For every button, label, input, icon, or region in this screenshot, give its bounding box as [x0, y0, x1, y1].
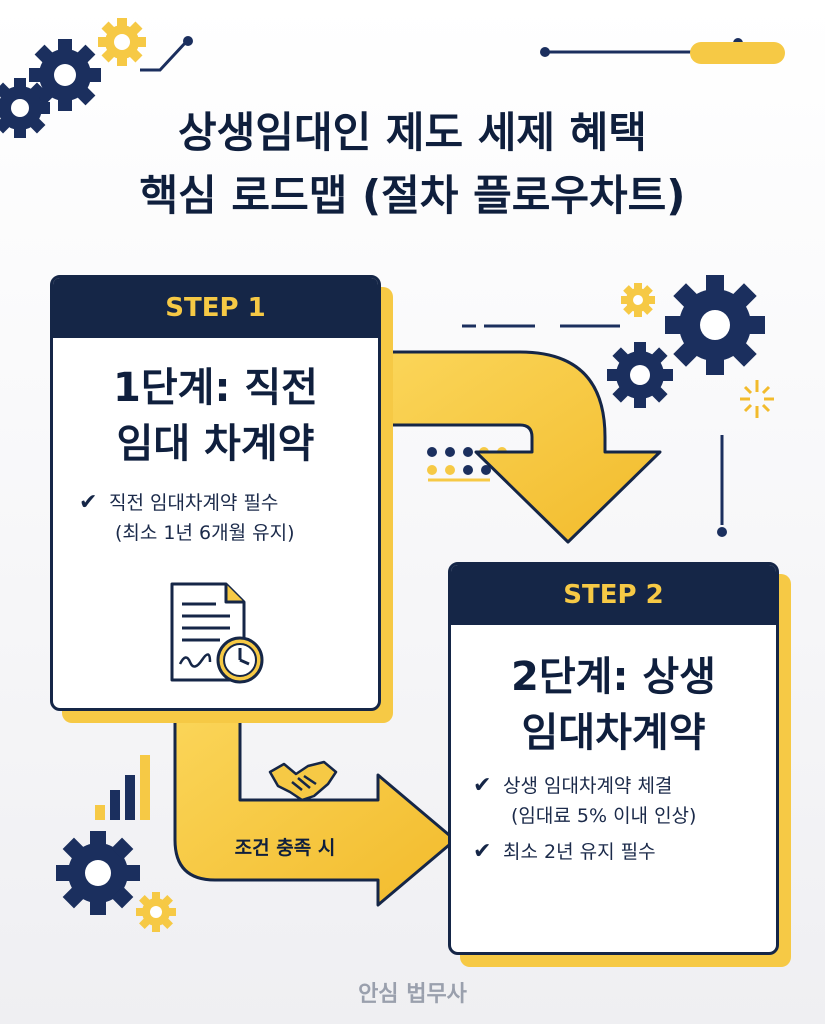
footer-watermark: 안심 법무사	[358, 982, 467, 1007]
checkmark-icon: ✔	[473, 839, 492, 864]
bar-chart-icon	[95, 755, 150, 820]
contract-clock-icon	[170, 582, 264, 684]
step1-bullet-sub: (최소 1년 6개월 유지)	[115, 522, 295, 544]
step2-bullet-1: ✔ 상생 임대차계약 체결	[451, 771, 776, 801]
gear-icon	[607, 342, 673, 408]
step2-title-line2: 임대차계약	[521, 710, 706, 756]
checkmark-icon: ✔	[79, 490, 98, 515]
step1-title: 1단계: 직전 임대 차계약	[53, 360, 378, 472]
gear-icon	[56, 831, 140, 915]
handshake-icon	[268, 760, 338, 802]
step2-bullet-2: ✔ 최소 2년 유지 필수	[451, 837, 776, 867]
step1-bullet: ✔ 직전 임대차계약 필수	[53, 488, 378, 518]
step1-bullet-text: 직전 임대차계약 필수	[109, 492, 279, 514]
gear-icon	[621, 283, 655, 317]
step2-bullet-1-sub: (임대료 5% 이내 인상)	[511, 805, 697, 827]
arrow-step1-to-step2	[368, 350, 662, 544]
step1-title-line1: 1단계: 직전	[113, 365, 318, 411]
page-title-line1: 상생임대인 제도 세제 혜택	[178, 108, 647, 157]
condition-label: 조건 충족 시	[234, 837, 336, 859]
step1-title-line2: 임대 차계약	[116, 421, 315, 467]
step2-bullet-1-text: 상생 임대차계약 체결	[503, 775, 673, 797]
gear-icon	[136, 892, 176, 932]
checkmark-icon: ✔	[473, 773, 492, 798]
gear-icon	[665, 275, 765, 375]
page-title-line2: 핵심 로드맵 (절차 플로우차트)	[139, 171, 686, 220]
step2-badge: STEP 2	[451, 565, 776, 625]
step2-card: STEP 2 2단계: 상생 임대차계약 ✔ 상생 임대차계약 체결 (임대료 …	[448, 562, 779, 955]
step2-title-line1: 2단계: 상생	[511, 654, 716, 700]
step2-title: 2단계: 상생 임대차계약	[451, 649, 776, 761]
gear-icon	[98, 18, 146, 66]
sparkle-icon	[740, 380, 774, 418]
step1-badge: STEP 1	[53, 278, 378, 338]
step1-card: STEP 1 1단계: 직전 임대 차계약 ✔ 직전 임대차계약 필수 (최소 …	[50, 275, 381, 711]
arrow-condition-met	[173, 698, 457, 907]
step2-bullet-2-text: 최소 2년 유지 필수	[503, 841, 656, 863]
